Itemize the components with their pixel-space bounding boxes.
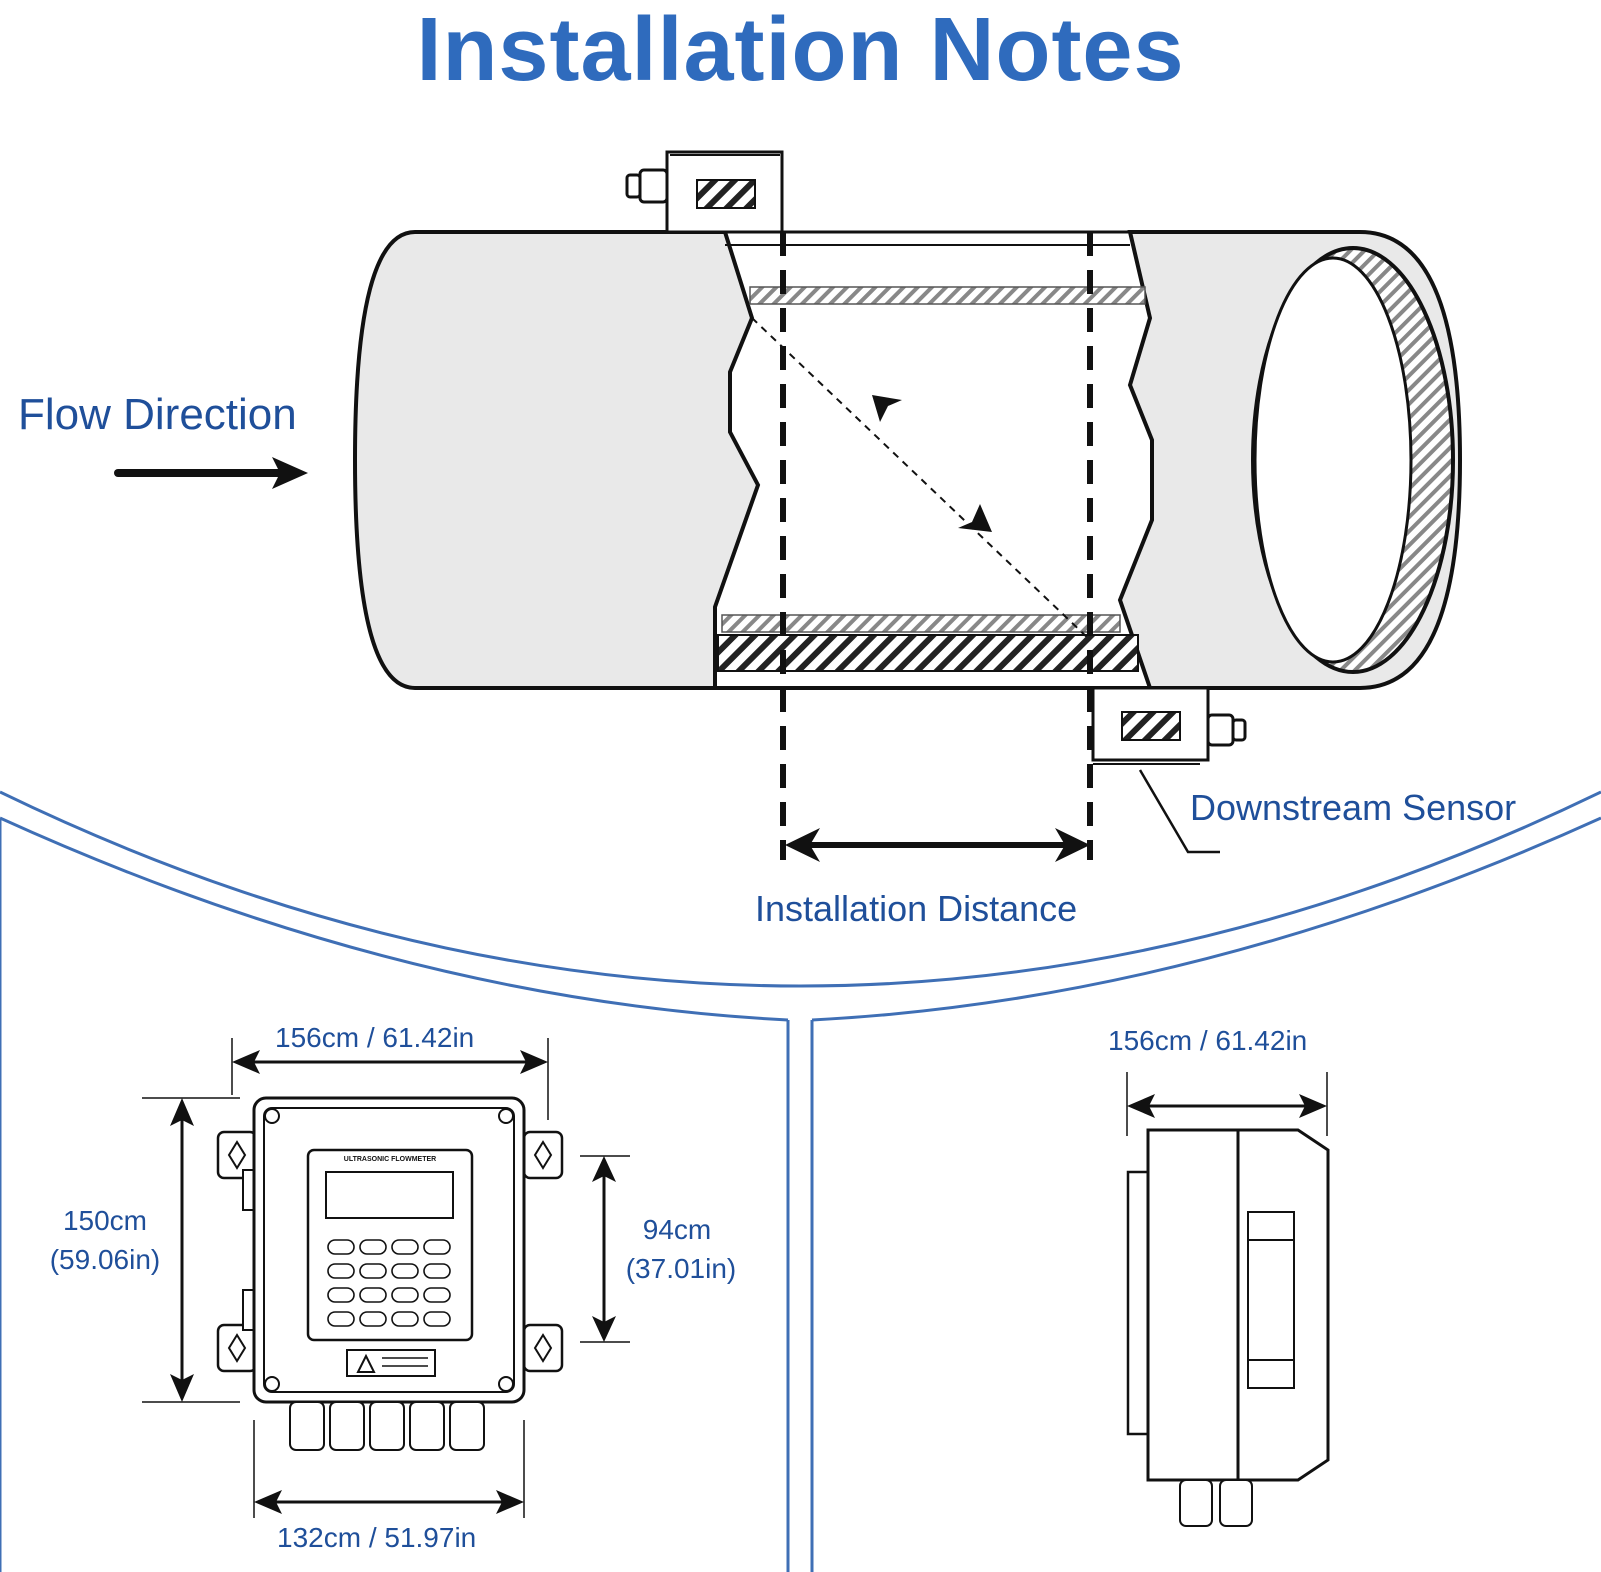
signal-path xyxy=(751,317,1091,641)
installation-distance-arrow xyxy=(785,828,1090,862)
front-height-label-line1: 150cm xyxy=(62,1205,148,1236)
pipe-end-inner xyxy=(1253,256,1413,664)
front-top-width-label: 156cm / 61.42in xyxy=(275,1022,475,1053)
page-title: Installation Notes xyxy=(416,0,1185,100)
downstream-sensor-label: Downstream Sensor xyxy=(1190,787,1517,828)
downstream-sensor xyxy=(1091,686,1247,765)
downstream-sensor-leader xyxy=(1138,769,1220,854)
upstream-sensor xyxy=(625,150,784,234)
signal-arrow-down xyxy=(958,504,992,532)
section-borders xyxy=(0,790,1601,1572)
installation-distance-label: Installation Distance xyxy=(755,888,1078,929)
keypad xyxy=(327,1239,451,1327)
pipe-inner-bottom-wall-top xyxy=(721,614,1121,633)
front-height-label-line2: (59.06in) xyxy=(49,1244,161,1275)
signal-arrow-up xyxy=(872,395,902,422)
flow-direction-arrow xyxy=(114,457,308,489)
pipe xyxy=(352,230,1463,690)
side-view-device xyxy=(1126,1072,1330,1527)
flow-direction-label: Flow Direction xyxy=(18,390,297,439)
panel-brand-text: ULTRASONIC FLOWMETER xyxy=(343,1156,437,1163)
pipe-inner-bottom-wall xyxy=(717,634,1139,672)
side-top-width-label: 156cm / 61.42in xyxy=(1108,1025,1308,1056)
front-bottom-width-label: 132cm / 51.97in xyxy=(277,1522,477,1553)
front-view-device xyxy=(142,1038,630,1518)
pipe-inner-top-wall xyxy=(749,286,1146,305)
front-inner-height-label-line2: (37.01in) xyxy=(625,1253,737,1284)
pipe-left-segment xyxy=(352,230,761,690)
front-inner-height-label-line1: 94cm xyxy=(642,1214,712,1245)
